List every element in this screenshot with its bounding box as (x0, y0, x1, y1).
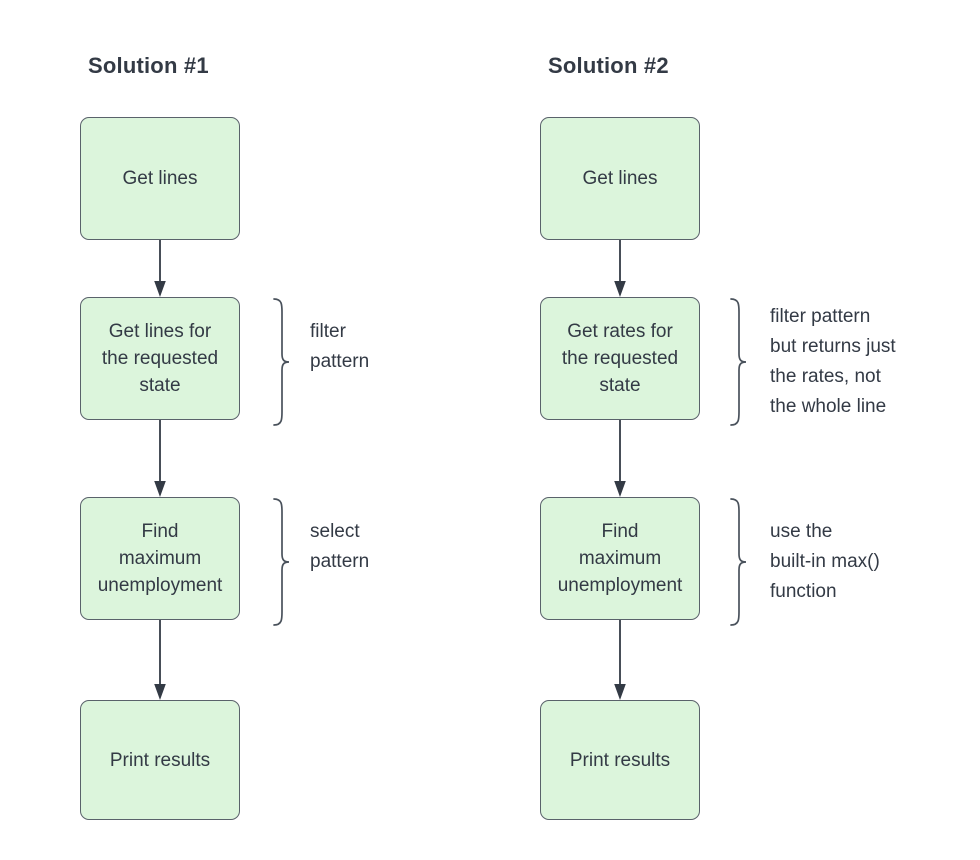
arrow-s2-n3-to-n4 (614, 620, 626, 700)
annotation-filter-pattern-rates: filter pattern but returns just the rate… (770, 306, 896, 417)
node-find-maximum-unemployment-2[interactable]: Find maximum unemployment (540, 497, 700, 620)
arrow-s1-n1-to-n2 (154, 240, 166, 297)
brace-s1-annotation-2 (273, 498, 290, 626)
node-label: Print results (109, 749, 211, 771)
column-title-solution-1: Solution #1 (88, 53, 209, 78)
node-print-results-1[interactable]: Print results (80, 700, 240, 820)
node-get-rates-for-state[interactable]: Get rates for the requested state (540, 297, 700, 420)
node-label: Find maximum unemployment (557, 521, 683, 596)
arrow-s2-n1-to-n2 (614, 240, 626, 297)
node-label: Get lines for the requested state (101, 321, 219, 396)
annotation-builtin-max: use the built-in max() function (770, 521, 880, 602)
node-label: Get lines (122, 168, 198, 189)
brace-s2-annotation-1 (730, 298, 747, 426)
node-label: Find maximum unemployment (97, 521, 223, 596)
node-label: Print results (569, 749, 671, 771)
node-get-lines-for-state[interactable]: Get lines for the requested state (80, 297, 240, 420)
node-find-maximum-unemployment-1[interactable]: Find maximum unemployment (80, 497, 240, 620)
node-label: Get rates for the requested state (561, 321, 679, 396)
node-get-lines-2[interactable]: Get lines (540, 117, 700, 240)
node-label: Get lines (582, 168, 658, 189)
arrow-s1-n2-to-n3 (154, 420, 166, 497)
annotation-filter-pattern: filter pattern (310, 321, 370, 372)
arrow-s2-n2-to-n3 (614, 420, 626, 497)
node-get-lines-1[interactable]: Get lines (80, 117, 240, 240)
arrow-s1-n3-to-n4 (154, 620, 166, 700)
brace-s1-annotation-1 (273, 298, 290, 426)
column-title-solution-2: Solution #2 (548, 53, 669, 78)
annotation-select-pattern: select pattern (310, 521, 370, 572)
node-print-results-2[interactable]: Print results (540, 700, 700, 820)
brace-s2-annotation-2 (730, 498, 747, 626)
